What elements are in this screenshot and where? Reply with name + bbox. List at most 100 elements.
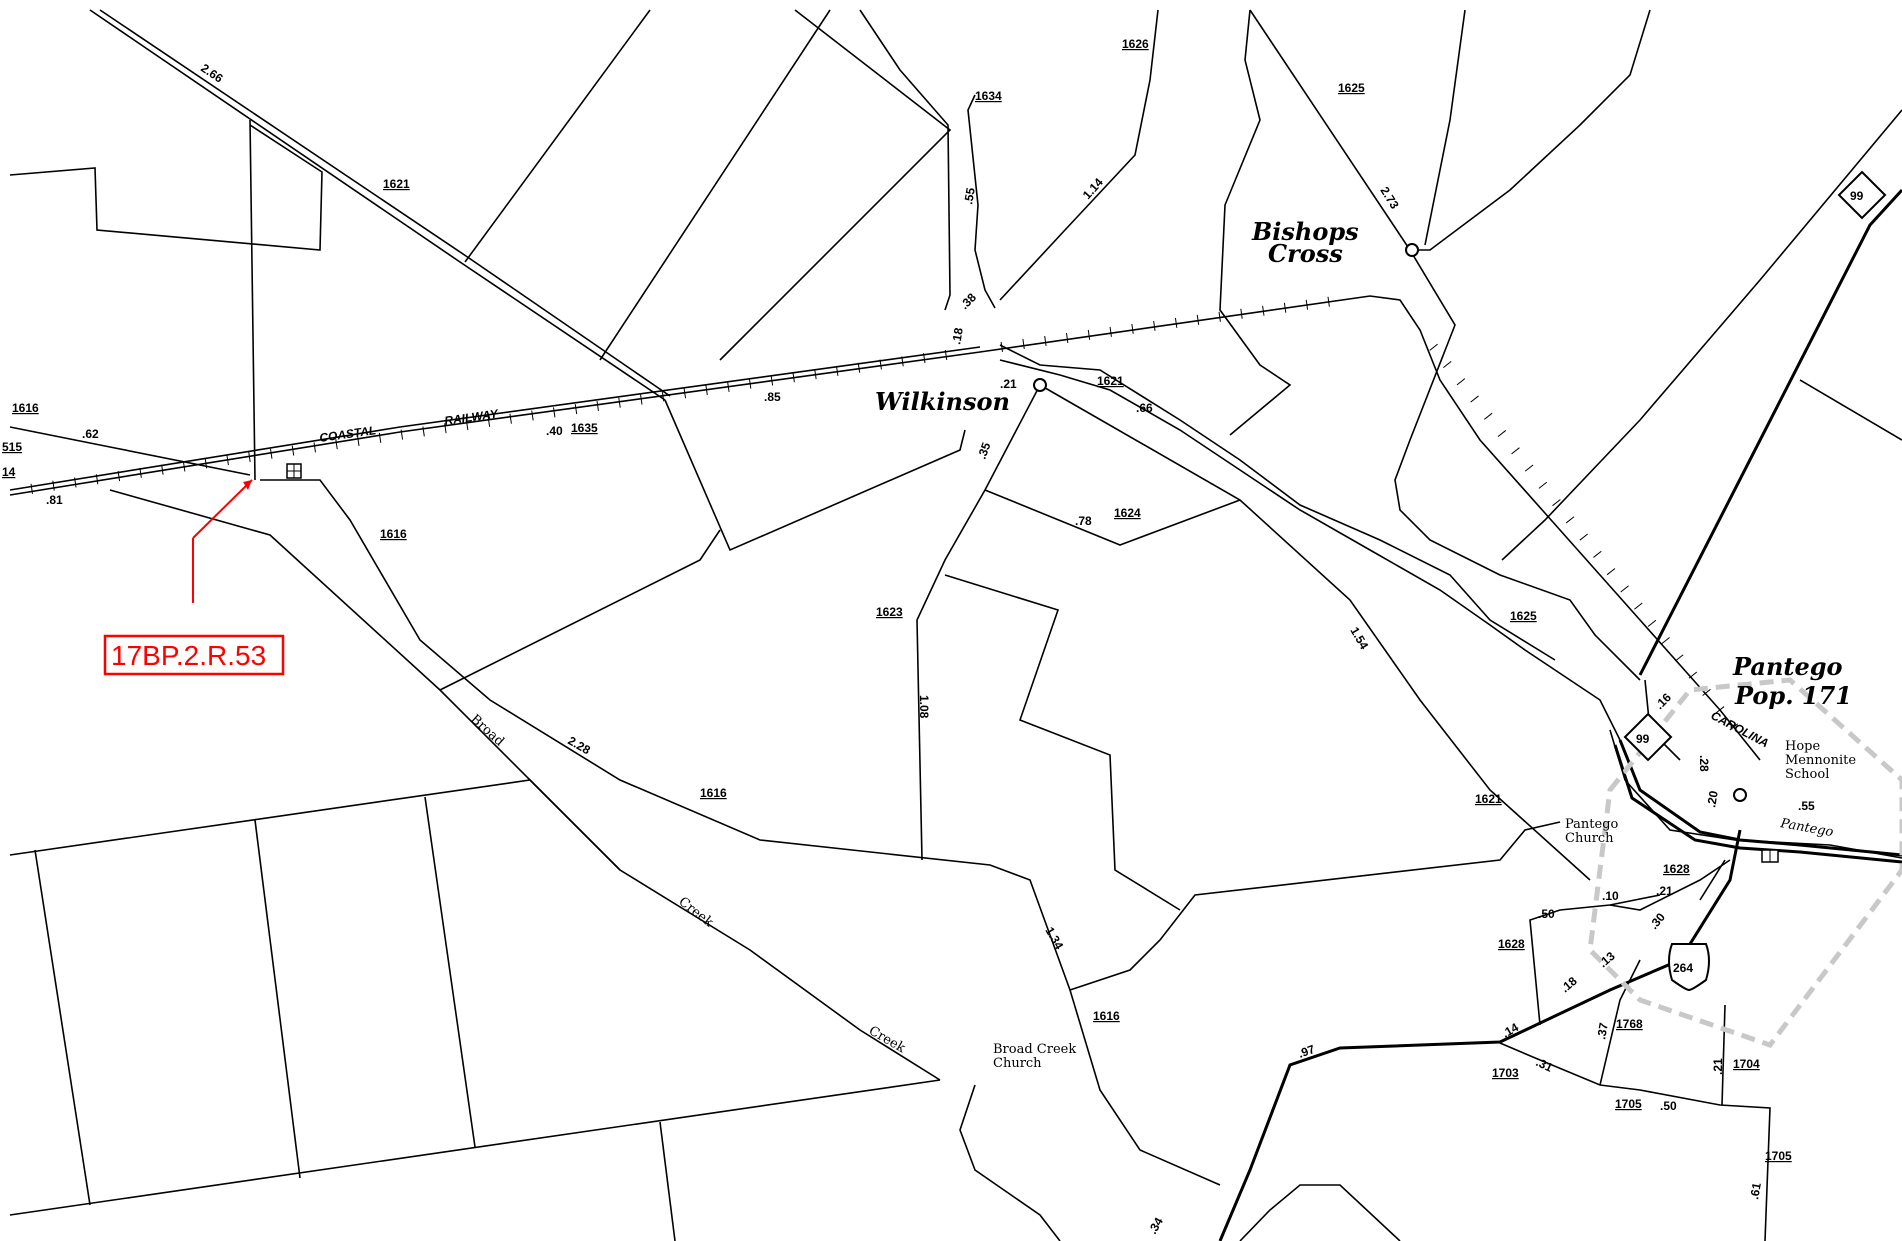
road-number: 1621 [383, 177, 410, 191]
rail-tie [705, 385, 708, 396]
distance-label: .21 [1000, 377, 1017, 391]
road-number: 14 [2, 465, 16, 479]
rail-tie [1729, 723, 1739, 731]
svg-text:99: 99 [1636, 732, 1650, 746]
road-number: 1625 [1510, 609, 1537, 623]
rail-tie [1647, 619, 1657, 627]
place-bishops: Bishops [1251, 217, 1359, 246]
road-number: 1621 [1475, 792, 1502, 806]
rail-tie [313, 442, 316, 453]
rail-tie [835, 365, 839, 376]
rail-tie [1552, 499, 1561, 507]
rail-tie [74, 477, 77, 488]
rail-tie [1524, 464, 1534, 472]
intersection-marker [1405, 243, 1419, 257]
rail-tie [552, 407, 556, 418]
rail-tie [1429, 343, 1438, 351]
pantego-church-line2: Church [1565, 831, 1614, 846]
intersection-marker [1733, 788, 1747, 802]
rail-tie [1065, 332, 1069, 343]
creek-label-creek: Creek [676, 894, 716, 930]
rail-tie [1196, 314, 1200, 325]
rail-tie [30, 483, 33, 494]
distance-label: .55 [1798, 799, 1815, 813]
rail-tie [400, 429, 404, 440]
rail-tie [1620, 585, 1629, 593]
distance-label: .21 [1711, 1058, 1725, 1075]
road-number: 1628 [1498, 937, 1525, 951]
rail-tie [1593, 550, 1602, 558]
callout-label: 17BP.2.R.53 [111, 640, 266, 671]
place-pantego: Pantego [1732, 652, 1843, 681]
distance-label: 2.66 [198, 61, 225, 86]
rail-tie [1715, 706, 1725, 714]
distance-label: .14 [1500, 1020, 1522, 1041]
distance-label: .78 [1075, 514, 1092, 528]
rail-tie [1661, 637, 1670, 645]
rail-tie [1565, 516, 1575, 524]
rail-tie [139, 467, 142, 478]
rail-tie [1511, 447, 1520, 455]
road-number: 1704 [1733, 1057, 1760, 1071]
distance-label: .18 [1558, 974, 1580, 996]
distance-label: .28 [1697, 755, 1711, 772]
rail-tie [857, 362, 861, 373]
distance-label: .81 [46, 493, 63, 507]
rail-tie [944, 349, 948, 360]
broad-creek-church-line2: Church [993, 1056, 1042, 1071]
hope-school-line1: Hope [1785, 739, 1820, 754]
railway-label-carolina: CAROLINA [1709, 708, 1771, 750]
rail-tie [1634, 602, 1643, 610]
major-roads [1218, 188, 1902, 1241]
rail-tie [1262, 305, 1265, 316]
distance-label: .21 [1656, 884, 1673, 898]
road-number: 1623 [876, 605, 903, 619]
distance-label: .61 [1747, 1181, 1764, 1200]
creek-label-broad: Broad [467, 712, 507, 750]
rail-tie [640, 394, 643, 405]
road-number: 1628 [1663, 862, 1690, 876]
rail-tie [814, 369, 817, 380]
rail-tie [357, 435, 360, 447]
distance-label: .50 [1538, 907, 1555, 921]
rail-tie [1538, 481, 1548, 489]
rail-tie [161, 464, 164, 475]
distance-label: .50 [1660, 1099, 1677, 1113]
rail-tie [117, 471, 121, 482]
road-number: 1705 [1765, 1149, 1792, 1163]
rail-tie [1305, 299, 1309, 310]
distance-label: .37 [1594, 1021, 1611, 1040]
road-number: 1635 [571, 421, 598, 435]
hope-school-line2: Mennonite [1785, 753, 1856, 768]
rail-tie [1022, 338, 1025, 349]
rail-tie [444, 423, 447, 434]
distance-label: .38 [957, 290, 979, 312]
place-wilkinson: Wilkinson [875, 387, 1010, 416]
road-number: 1616 [1093, 1009, 1120, 1023]
railway-label-coastal: COASTAL [318, 423, 377, 445]
rail-tie [901, 356, 904, 367]
creek-label-pantego: Pantego [1778, 816, 1834, 840]
rail-tie [182, 461, 186, 472]
broad-creek-church-line1: Broad Creek [993, 1042, 1076, 1057]
pantego-town-limits [1587, 677, 1902, 1048]
road-number: 1703 [1492, 1066, 1519, 1080]
distance-label: .16 [1652, 690, 1674, 712]
road-number: 1616 [700, 786, 727, 800]
road-number: 1624 [1114, 506, 1141, 520]
distance-label: .66 [1136, 401, 1153, 415]
rail-tie [1087, 329, 1091, 340]
distance-label: .18 [949, 326, 966, 345]
place-pantego-pop: Pop. 171 [1734, 681, 1852, 710]
bridge-callout[interactable]: 17BP.2.R.53 [103, 479, 285, 676]
rail-tie [792, 372, 795, 383]
distance-label: .20 [1704, 789, 1721, 808]
nc-99-shield: 99 [1837, 170, 1887, 220]
rail-tie [879, 359, 882, 370]
svg-text:264: 264 [1673, 961, 1693, 975]
rail-tie [1470, 395, 1479, 403]
rail-tie [1606, 568, 1616, 576]
distance-label: 1.08 [917, 695, 931, 719]
rail-tie [465, 420, 469, 431]
school-icon [286, 463, 302, 479]
